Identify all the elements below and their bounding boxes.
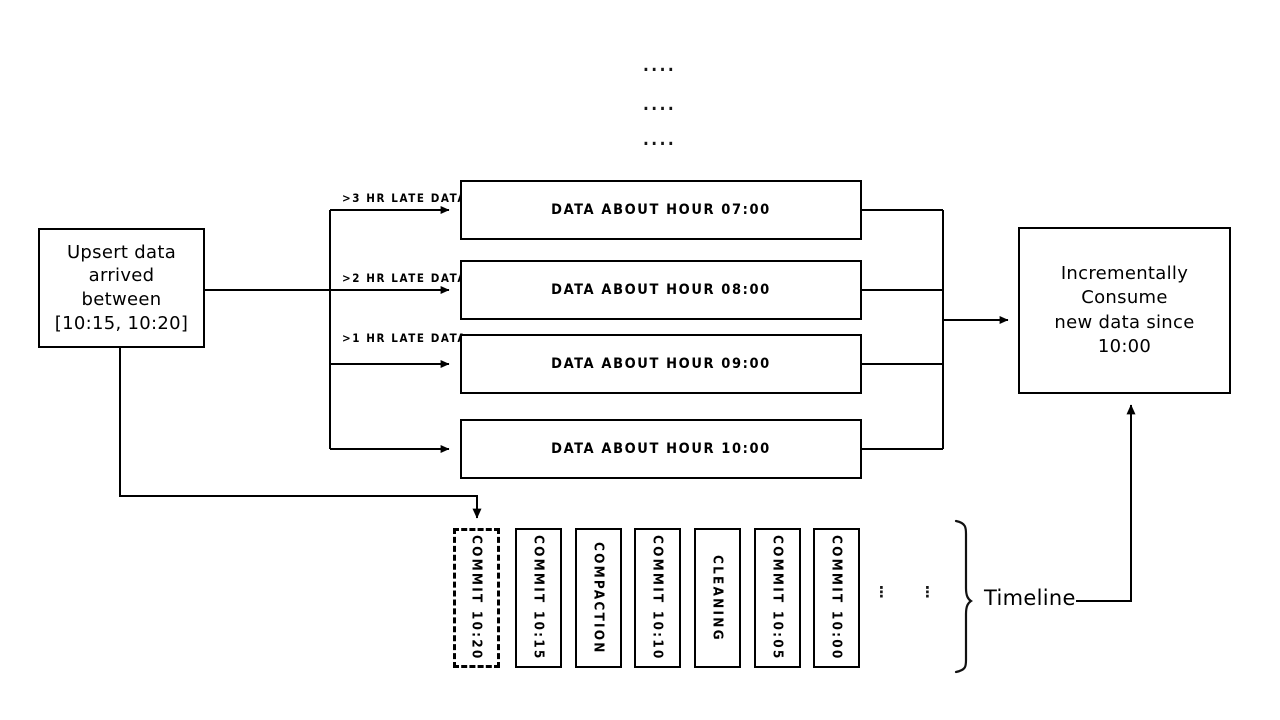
edge-label-1hr-late: >1 HR LATE DATA [342,331,468,345]
upsert-data-box[interactable]: Upsert data arrived between [10:15, 10:2… [38,228,205,348]
incremental-consume-box[interactable]: Incrementally Consume new data since 10:… [1018,227,1231,394]
commit-box-10-20-label: COMMIT 10:20 [468,535,485,661]
upsert-box-text: Upsert data arrived between [10:15, 10:2… [40,241,203,336]
edge-label-3hr-late: >3 HR LATE DATA [342,191,468,205]
commit-box-compaction-label: COMPACTION [590,541,607,655]
commit-box-10-15[interactable]: COMMIT 10:15 [515,528,562,668]
hour-box-09-label: DATA ABOUT HOUR 09:00 [551,356,771,372]
commit-box-10-20[interactable]: COMMIT 10:20 [453,528,500,668]
commit-box-cleaning-label: CLEANING [709,554,726,642]
commit-box-10-15-label: COMMIT 10:15 [530,535,547,661]
commit-box-10-00-label: COMMIT 10:00 [828,535,845,661]
commit-box-cleaning[interactable]: CLEANING [694,528,741,668]
edge-label-2hr-late: >2 HR LATE DATA [342,271,468,285]
upsert-line-3: [10:15, 10:20] [54,312,189,334]
ellipsis-row-3: .... [643,130,677,150]
hour-box-08-label: DATA ABOUT HOUR 08:00 [551,282,771,298]
commit-box-10-10-label: COMMIT 10:10 [649,535,666,661]
commit-box-10-05[interactable]: COMMIT 10:05 [754,528,801,668]
hour-box-08[interactable]: DATA ABOUT HOUR 08:00 [460,260,862,320]
commit-box-compaction[interactable]: COMPACTION [575,528,622,668]
hour-box-10-label: DATA ABOUT HOUR 10:00 [551,441,771,457]
ellipsis-row-1: .... [643,56,677,76]
timeline-label: Timeline [984,586,1076,610]
hour-box-10[interactable]: DATA ABOUT HOUR 10:00 [460,419,862,479]
commit-box-10-10[interactable]: COMMIT 10:10 [634,528,681,668]
hour-box-07[interactable]: DATA ABOUT HOUR 07:00 [460,180,862,240]
hour-box-09[interactable]: DATA ABOUT HOUR 09:00 [460,334,862,394]
hour-box-07-label: DATA ABOUT HOUR 07:00 [551,202,771,218]
commit-box-10-00[interactable]: COMMIT 10:00 [813,528,860,668]
ellipsis-row-2: .... [643,95,677,115]
consume-box-text: Incrementally Consume new data since 10:… [1020,262,1229,360]
upsert-line-2: arrived between [81,265,162,310]
commit-box-10-05-label: COMMIT 10:05 [769,535,786,661]
consume-line-2: new data since 10:00 [1054,311,1195,357]
timeline-ellipsis-1: ⋮ [874,583,889,601]
upsert-line-1: Upsert data [66,241,177,263]
timeline-ellipsis-2: ⋮ [920,583,935,601]
consume-line-1: Incrementally Consume [1060,262,1189,309]
